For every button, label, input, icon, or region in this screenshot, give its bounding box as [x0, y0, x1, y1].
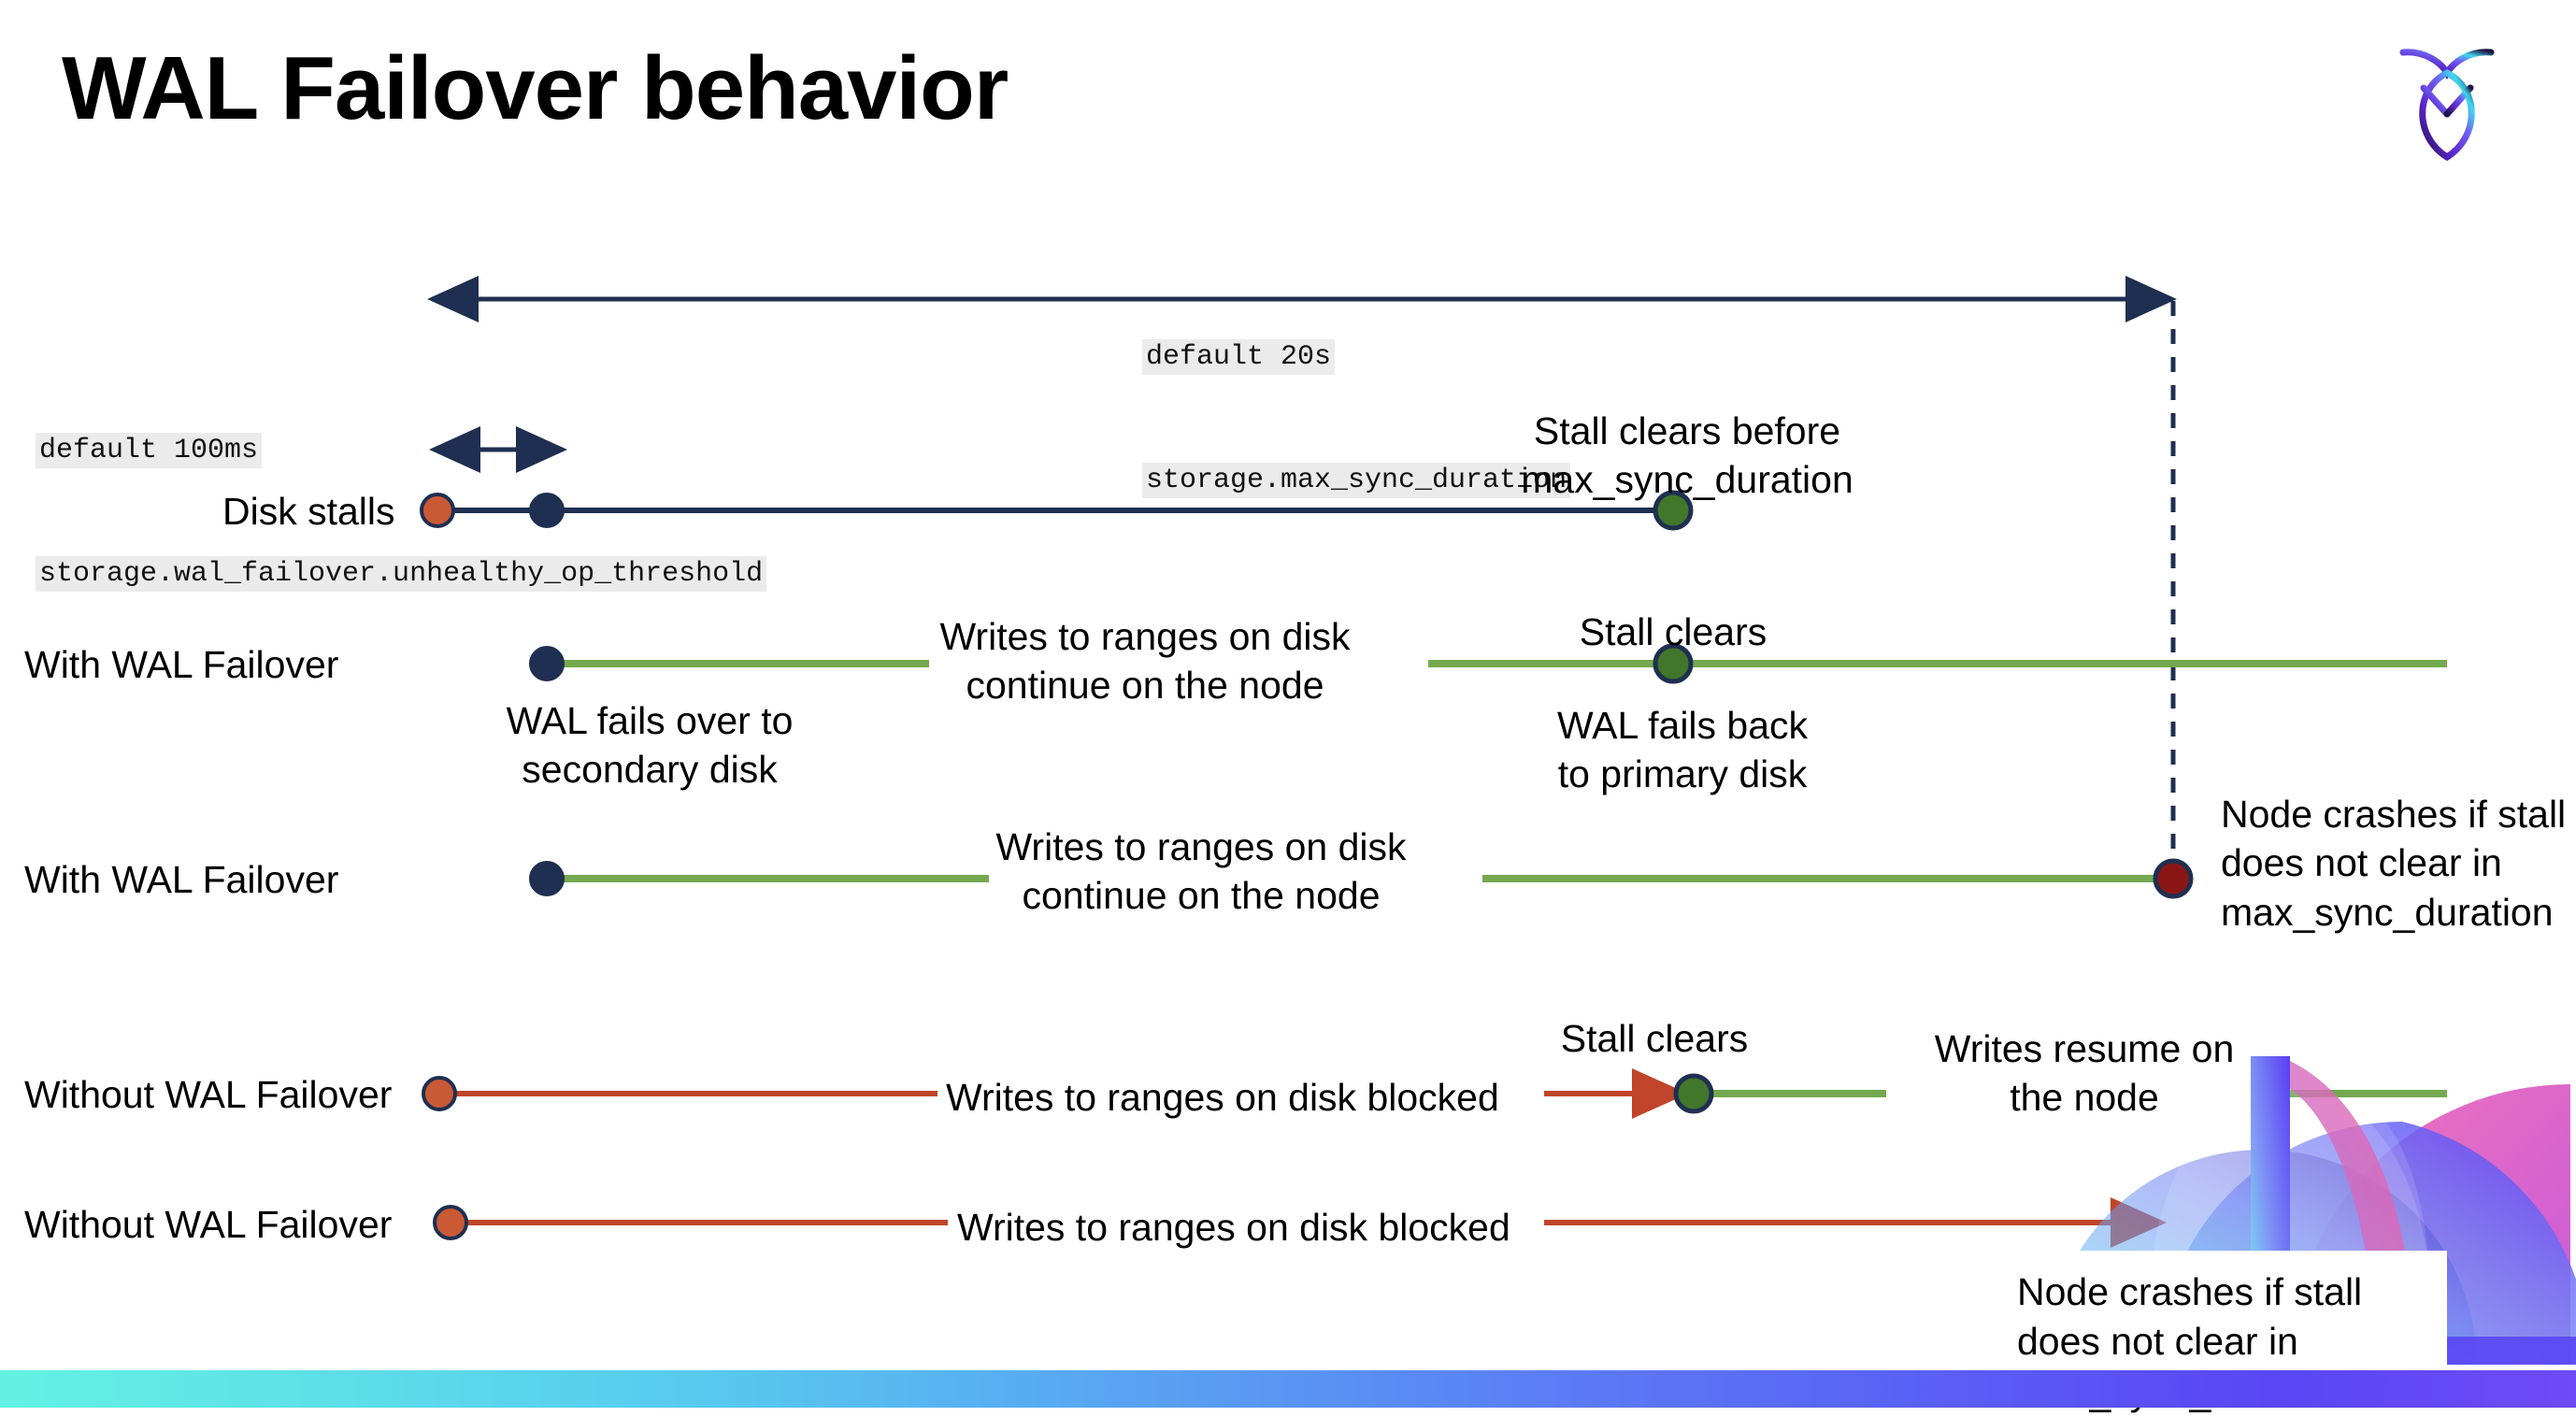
row-disk-stalls-track	[420, 490, 1694, 531]
stall-clear-dot	[1653, 490, 1694, 531]
annotation-stall-clears-3: Stall clears	[1560, 1017, 1749, 1060]
annotation-node-crashes-1: Node crashes if stall does not clear in …	[2221, 793, 2567, 934]
row-with-failover-crash-track	[529, 858, 2194, 899]
unhealthy-op-name-text: storage.wal_failover.unhealthy_op_thresh…	[36, 556, 767, 592]
unhealthy-op-default-text: default 100ms	[36, 433, 263, 468]
max-sync-duration-setting: default 20s storage.max_sync_duration	[1142, 254, 1571, 583]
cockroachdb-logo-icon	[2386, 32, 2508, 163]
annotation-stall-clears-2: Stall clears	[1579, 610, 1767, 653]
row-label-disk-stalls: Disk stalls	[222, 490, 395, 533]
node-crash-dot	[2153, 858, 2194, 899]
annotation-stall-clears-before: Stall clears before max_sync_duration	[1521, 409, 1853, 502]
row-without-failover-clears-track	[422, 1068, 2447, 1119]
annotation-writes-blocked-1: Writes to ranges on disk blocked	[946, 1076, 1499, 1119]
failover-dot	[529, 861, 565, 896]
page-title: WAL Failover behavior	[62, 38, 1009, 138]
failover-dot	[529, 646, 565, 681]
stall-start-dot	[422, 1076, 457, 1111]
stall-start-dot	[420, 493, 455, 528]
row-label-without-wal-failover-1: Without WAL Failover	[24, 1073, 393, 1116]
annotation-wal-fails-over: WAL fails over to secondary disk	[506, 699, 794, 792]
unhealthy-op-threshold-setting: default 100ms storage.wal_failover.unhea…	[36, 348, 767, 677]
annotation-wal-fails-back: WAL fails back to primary disk	[1556, 704, 1809, 796]
row-without-failover-crash-track	[433, 1197, 2167, 1248]
max-sync-name-text: storage.max_sync_duration	[1142, 463, 1571, 498]
row-label-with-wal-failover-2: With WAL Failover	[24, 858, 339, 901]
row-with-failover-clears-track	[529, 643, 2447, 684]
max-sync-default-text: default 20s	[1142, 339, 1336, 375]
annotation-writes-continue-1: Writes to ranges on disk continue on the…	[939, 615, 1351, 708]
bottom-gradient-bar	[0, 1370, 2576, 1408]
annotation-writes-resume: Writes resume on the node	[1934, 1027, 2235, 1120]
annotation-writes-blocked-2: Writes to ranges on disk blocked	[957, 1206, 1510, 1249]
failover-dot	[529, 493, 565, 528]
row-label-with-wal-failover-1: With WAL Failover	[24, 643, 339, 686]
stall-start-dot	[433, 1205, 468, 1240]
annotation-writes-continue-2: Writes to ranges on disk continue on the…	[995, 825, 1407, 918]
row-label-without-wal-failover-2: Without WAL Failover	[24, 1203, 393, 1246]
stall-clear-dot	[1673, 1073, 1714, 1114]
